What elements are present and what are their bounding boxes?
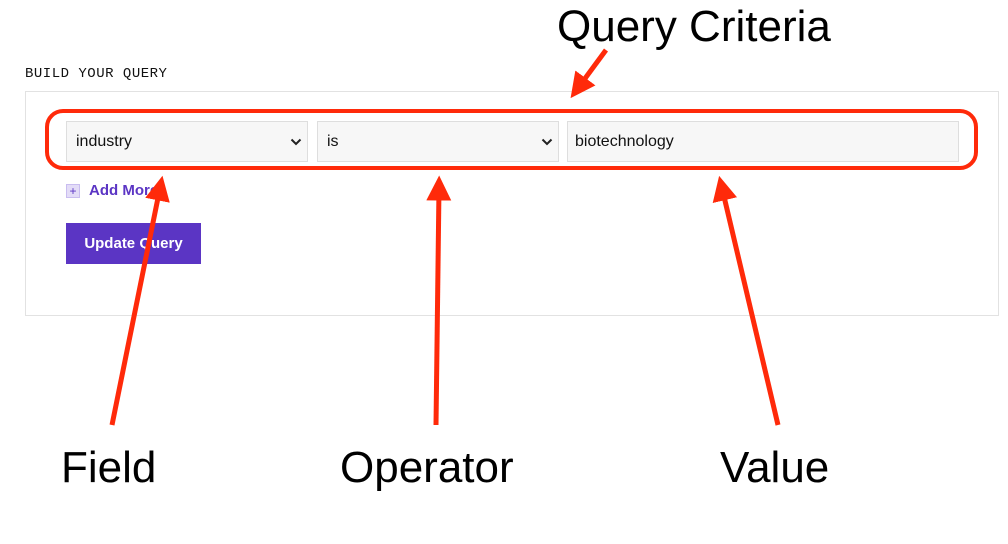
criteria-highlight-box xyxy=(45,109,978,170)
annotation-field: Field xyxy=(61,443,157,492)
add-more-link[interactable]: + Add More xyxy=(66,182,158,199)
annotation-value: Value xyxy=(720,443,830,492)
add-more-label: Add More xyxy=(89,182,159,199)
arrow-query-criteria xyxy=(570,48,609,99)
annotation-operator: Operator xyxy=(340,443,514,492)
update-query-button[interactable]: Update Query xyxy=(66,223,201,264)
field-select[interactable]: industry xyxy=(66,121,308,162)
plus-icon: + xyxy=(66,183,80,198)
annotation-query-criteria: Query Criteria xyxy=(557,2,831,51)
chevron-down-icon xyxy=(285,138,307,146)
field-select-value: industry xyxy=(76,132,133,150)
value-input-text: biotechnology xyxy=(575,132,674,150)
section-title: BUILD YOUR QUERY xyxy=(25,66,168,82)
operator-select[interactable]: is xyxy=(317,121,559,162)
value-input[interactable]: biotechnology xyxy=(567,121,959,162)
operator-select-value: is xyxy=(327,132,339,150)
chevron-down-icon xyxy=(536,138,558,146)
